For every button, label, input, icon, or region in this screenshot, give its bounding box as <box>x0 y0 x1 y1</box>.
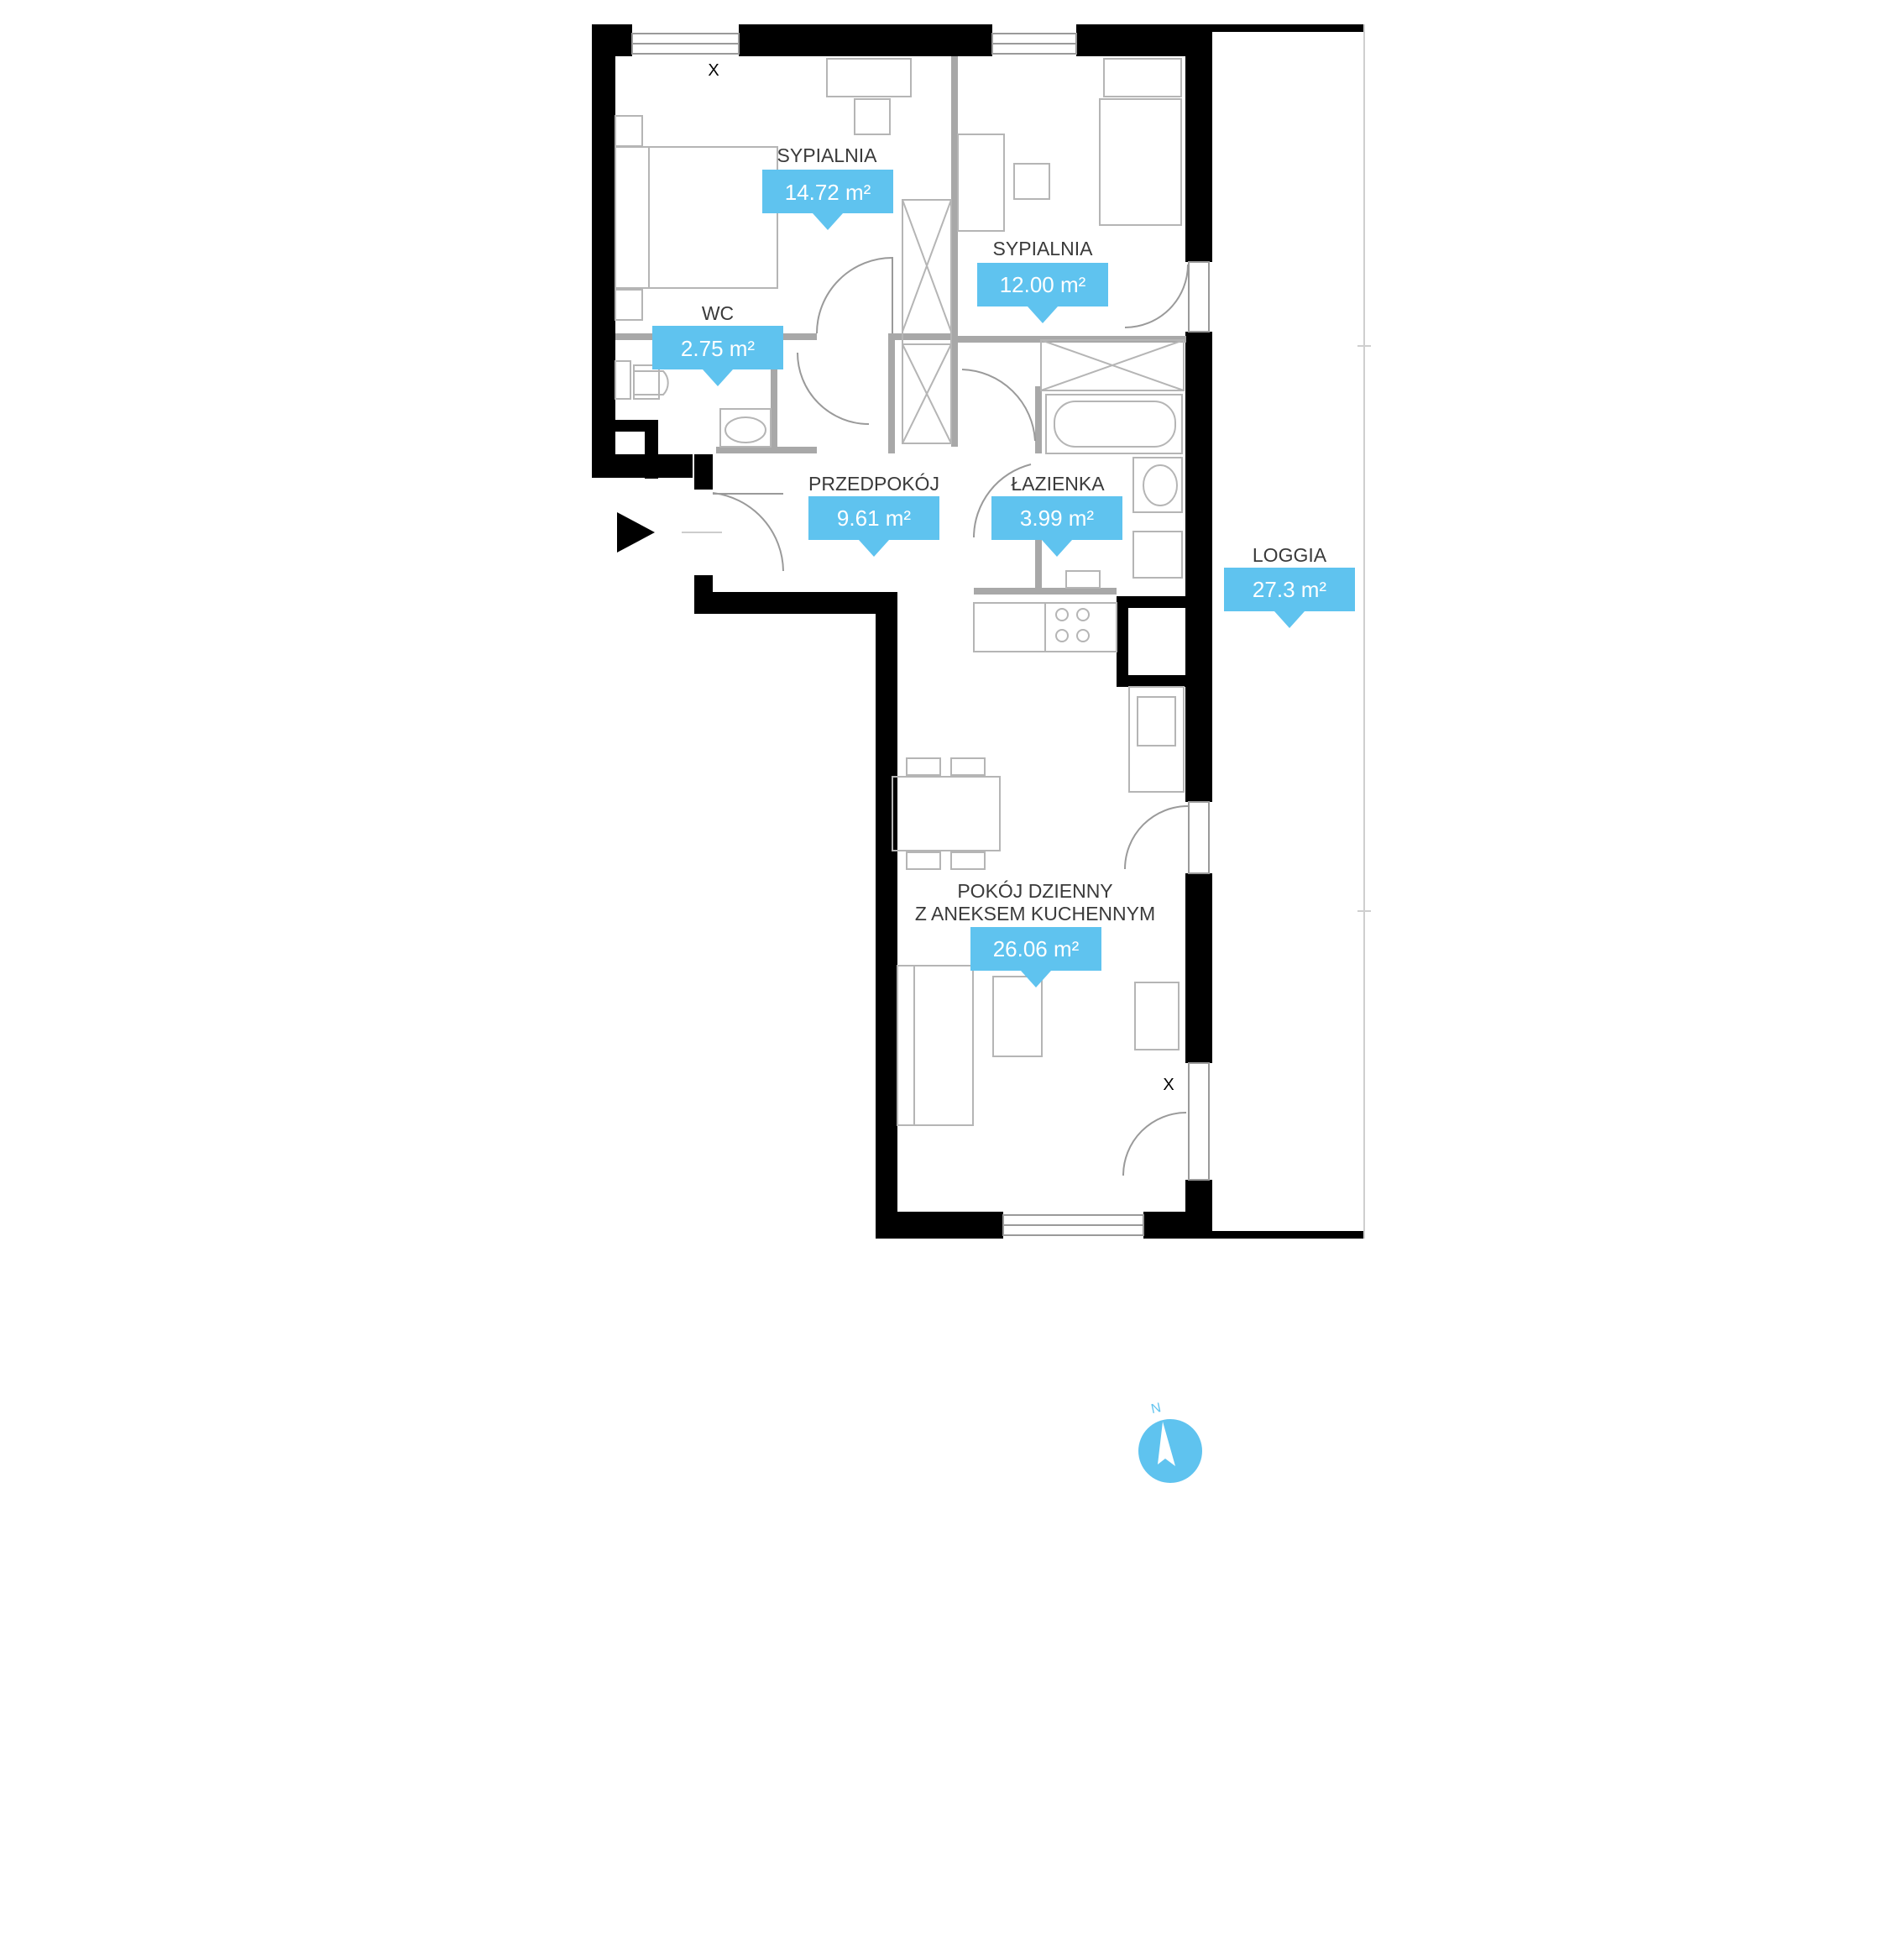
room-name: SYPIALNIA <box>993 238 1094 259</box>
room-name: PRZEDPOKÓJ <box>808 473 939 495</box>
room-area: 12.00 m² <box>1000 272 1086 297</box>
area-badge <box>1224 568 1355 611</box>
room-area: 3.99 m² <box>1020 506 1094 531</box>
room-name: SYPIALNIA <box>777 144 878 166</box>
exterior-walls <box>592 24 1364 1239</box>
area-badge <box>762 170 893 213</box>
room-area: 27.3 m² <box>1253 577 1326 602</box>
area-badge <box>808 496 939 540</box>
window-mark: X <box>708 61 719 80</box>
room-label-pokoj-dzienny: POKÓJ DZIENNY Z ANEKSEM KUCHENNYM 26.06 … <box>915 880 1155 987</box>
room-label-loggia: LOGGIA 27.3 m² <box>1224 544 1355 628</box>
room-area: 9.61 m² <box>837 506 911 531</box>
room-label-sypialnia-1: SYPIALNIA 14.72 m² <box>762 144 893 230</box>
area-badge <box>991 496 1122 540</box>
room-label-wc: WC 2.75 m² <box>652 302 783 386</box>
room-name: LOGGIA <box>1253 544 1327 566</box>
area-badge <box>652 326 783 369</box>
furniture <box>615 58 1185 1126</box>
room-label-lazienka: ŁAZIENKA 3.99 m² <box>991 473 1122 557</box>
north-arrow-icon <box>1158 1422 1175 1466</box>
room-name: Z ANEKSEM KUCHENNYM <box>915 903 1155 925</box>
window-mark: X <box>1163 1076 1174 1094</box>
doors <box>712 256 1189 1176</box>
room-label-przedpokoj: PRZEDPOKÓJ 9.61 m² <box>808 473 939 557</box>
area-badge <box>977 263 1108 306</box>
windows <box>631 33 1210 1236</box>
area-badge <box>970 927 1101 971</box>
entrance-arrow-icon <box>617 512 655 553</box>
room-label-sypialnia-2: SYPIALNIA 12.00 m² <box>977 238 1108 323</box>
loggia-outline <box>1357 24 1371 1239</box>
room-name: ŁAZIENKA <box>1011 473 1105 495</box>
compass: N <box>1138 1401 1202 1483</box>
north-label: N <box>1150 1401 1163 1417</box>
room-name: POKÓJ DZIENNY <box>957 880 1112 902</box>
room-area: 14.72 m² <box>785 180 871 205</box>
room-name: WC <box>702 302 734 324</box>
room-area: 2.75 m² <box>681 336 755 361</box>
room-area: 26.06 m² <box>993 936 1080 961</box>
